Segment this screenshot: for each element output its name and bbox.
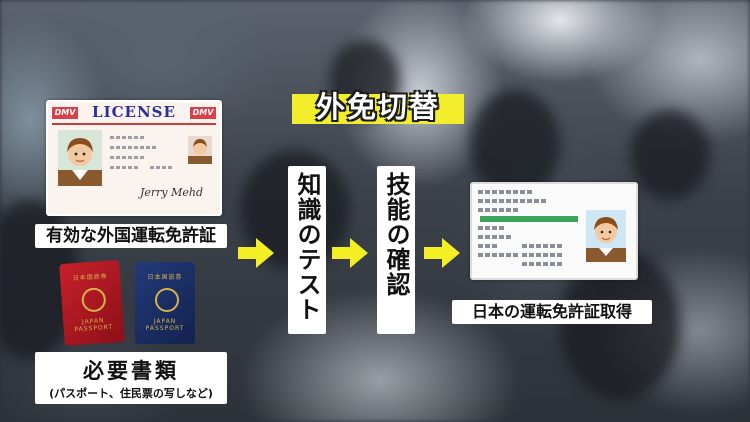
step-skills-check: 技能の確認 (377, 166, 415, 334)
right-arrow-icon (332, 238, 368, 268)
required-documents-title: 必要書類 (83, 359, 179, 383)
chrysanthemum-emblem-icon (155, 288, 179, 312)
right-arrow-icon (424, 238, 460, 268)
license-title: LICENSE (92, 103, 176, 121)
japanese-license-card (470, 182, 638, 280)
title-text: 外免切替 (315, 90, 440, 124)
passport-icon: 日本国旅券 JAPAN PASSPORT (135, 262, 195, 344)
passport-icon: 日本国旅券 JAPAN PASSPORT (59, 260, 125, 346)
right-arrow-icon (238, 238, 274, 268)
passport-blue-text: JAPAN PASSPORT (145, 318, 185, 332)
dmv-badge-left: DMV (52, 107, 78, 119)
required-documents-note: (パスポート、住民票の写しなど) (49, 387, 213, 400)
required-documents-box: 必要書類 (パスポート、住民票の写しなど) (35, 352, 227, 404)
step-knowledge-test-label: 知識のテスト (293, 172, 321, 322)
dmv-badge-right: DMV (190, 107, 216, 119)
driver-portrait-icon (586, 210, 626, 262)
license-info-dots (478, 190, 562, 266)
license-info-dots (110, 136, 172, 169)
license-color-band (480, 216, 578, 222)
japanese-license-caption: 日本の運転免許証取得 (452, 300, 652, 324)
step-knowledge-test: 知識のテスト (288, 166, 326, 334)
foreign-license-caption: 有効な外国運転免許証 (35, 224, 227, 248)
chrysanthemum-emblem-icon (80, 287, 107, 313)
license-header: DMV LICENSE DMV (52, 103, 216, 125)
foreign-license-card: DMV LICENSE DMV Jerry Mehd (46, 100, 222, 216)
driver-portrait-small-icon (188, 136, 212, 164)
passport-red-text: JAPAN PASSPORT (74, 317, 114, 334)
step-skills-check-label: 技能の確認 (382, 172, 410, 297)
title-banner: 外免切替 (292, 90, 464, 124)
license-signature: Jerry Mehd (140, 186, 204, 199)
driver-portrait-icon (58, 130, 102, 186)
